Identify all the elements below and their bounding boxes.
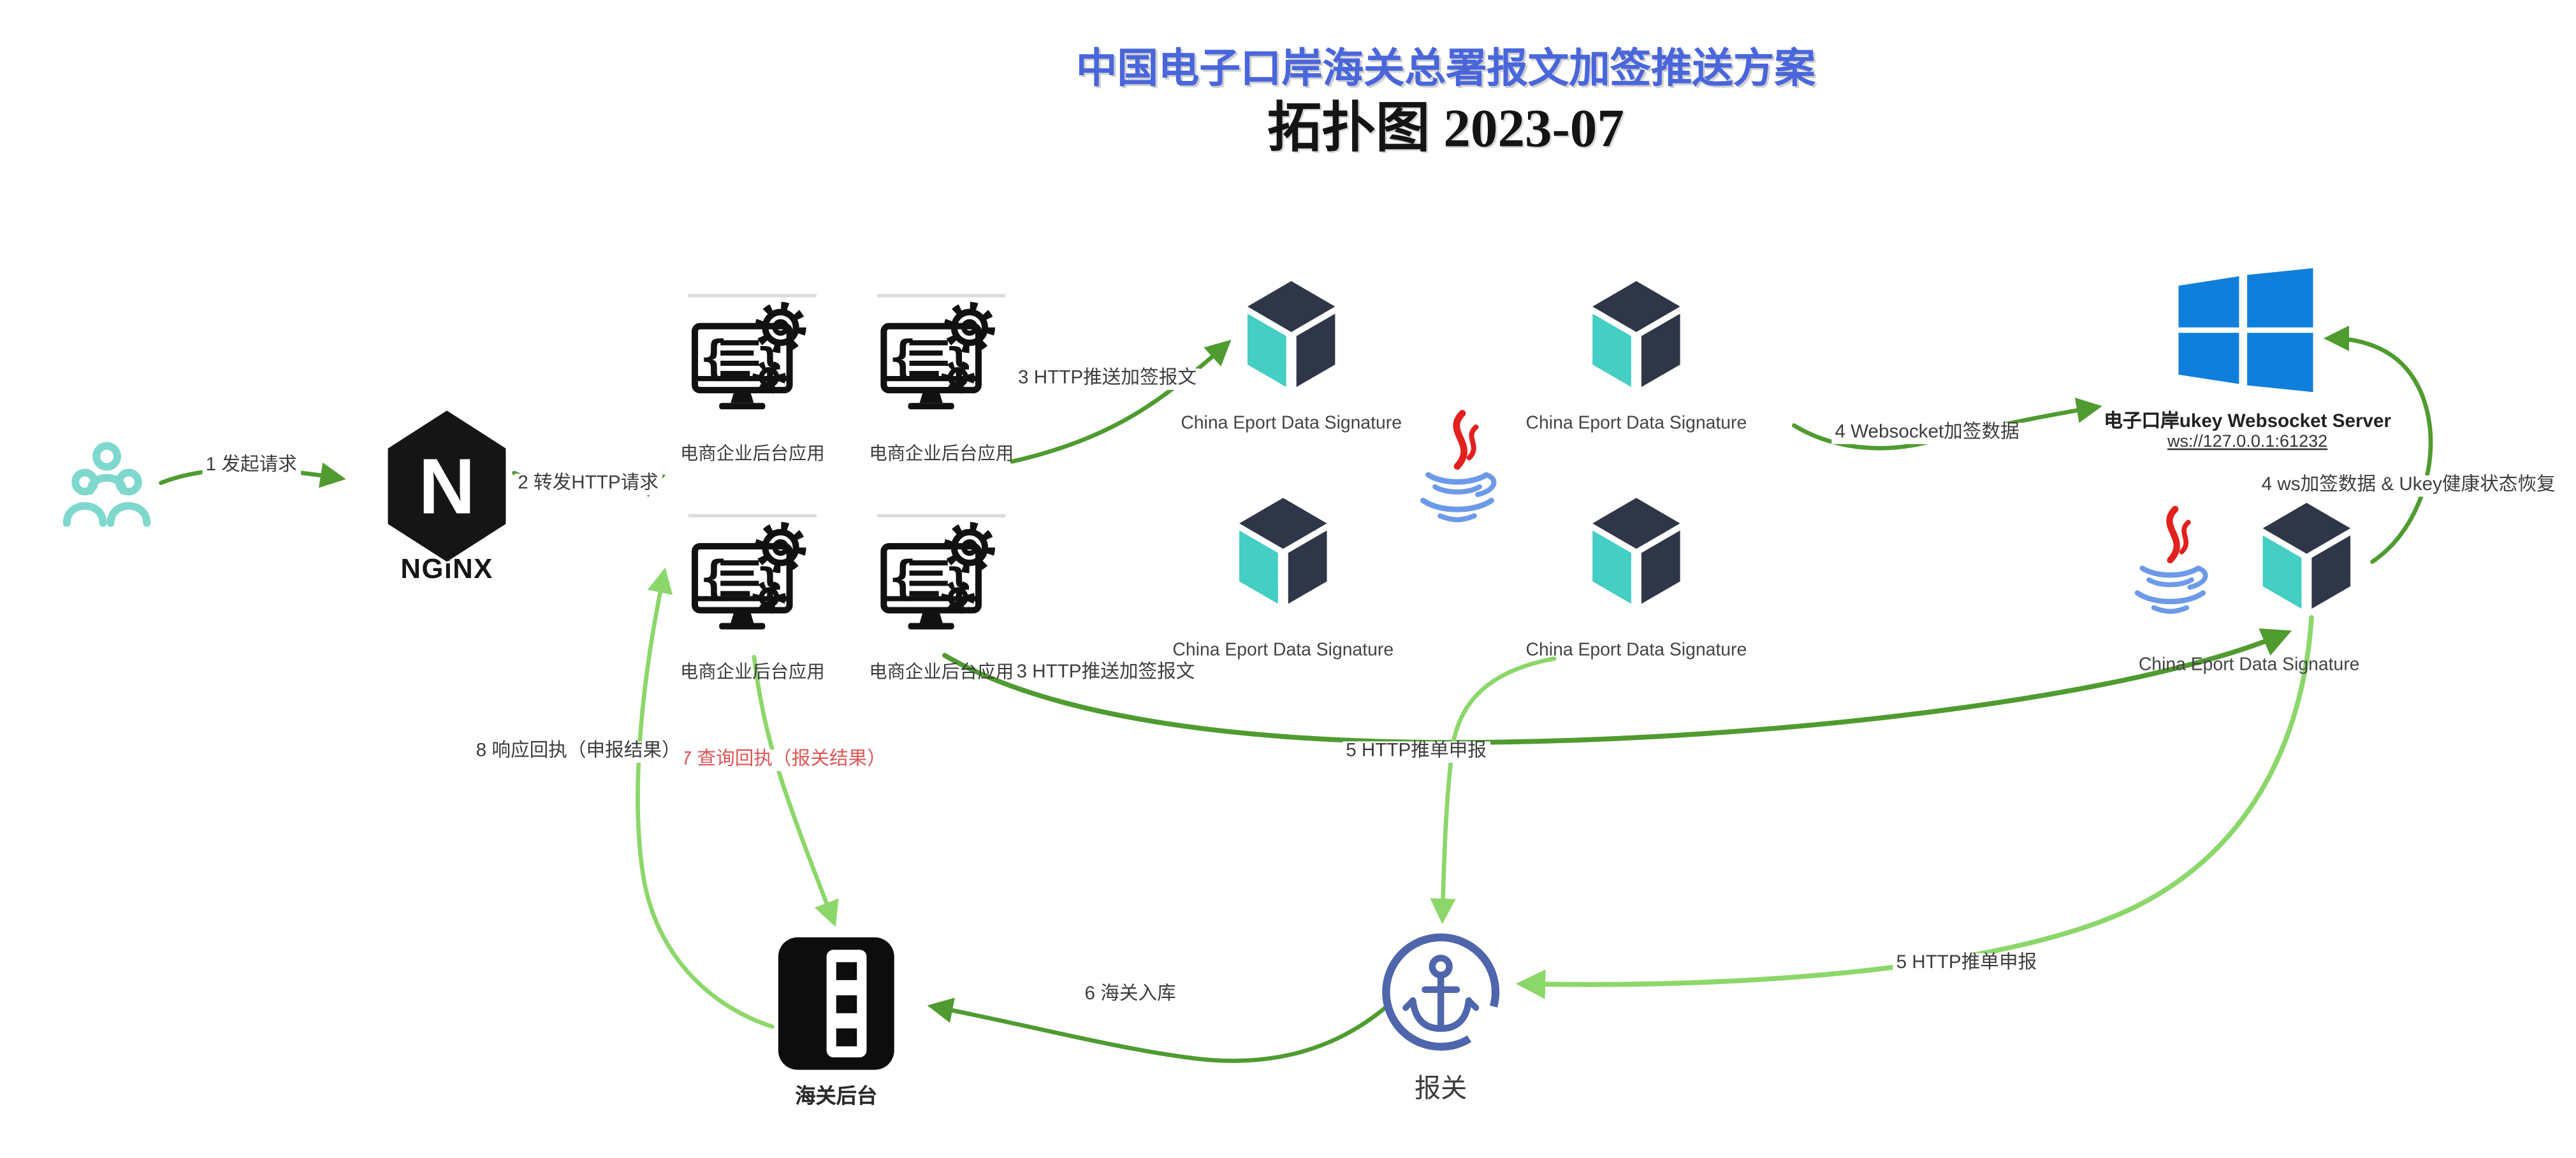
websocket-server-title: 电子口岸ukey Websocket Server [2104,412,2392,432]
eport-signature-icon-2 [1585,276,1687,394]
windows-logo-icon [2178,266,2313,394]
websocket-server-url: ws://127.0.0.1:61232 [2167,431,2328,452]
app-label-3: 电商企业后台应用 [680,663,825,683]
arrow-6-customs-store [927,997,1391,1063]
signature-label-1: China Eport Data Signature [1181,414,1402,434]
signature-label-4: China Eport Data Signature [1525,641,1747,661]
arrow-3-push-signed-top [1010,340,1232,464]
flow-label-1: 1 发起请求 [202,455,301,477]
arrow-3-push-signed-bottom [942,628,2292,745]
flow-label-6: 6 海关入库 [1081,984,1179,1006]
customs-backend-label: 海关后台 [795,1085,878,1108]
ecommerce-app-icon-4 [877,521,1005,654]
flow-label-8: 8 响应回执（申报结果） [472,741,684,764]
arrow-7-query-receipt [752,655,839,927]
users-icon [59,437,154,539]
nginx-wordmark: NGiNX [400,553,493,585]
flow-label-3-top: 3 HTTP推送加签报文 [1014,368,1200,391]
app-label-1: 电商企业后台应用 [680,444,825,465]
arrow-4-ws-ukey-health [2323,325,2433,564]
eport-signature-icon-5 [2255,498,2357,616]
guide-line [688,514,817,517]
flow-label-5-mid: 5 HTTP推单申报 [1343,741,1490,764]
ecommerce-app-icon-3 [688,521,817,654]
flow-label-4-ukey-health: 4 ws加签数据 & Ukey健康状态恢复 [2258,475,2559,497]
java-logo-icon-center [1415,407,1500,532]
page-subtitle: 拓扑图 2023-07 [1267,100,1624,159]
java-logo-icon-right [2129,503,2211,625]
eport-signature-icon-1 [1241,276,1343,394]
flow-label-5-right: 5 HTTP推单申报 [1893,953,2041,975]
guide-line [877,514,1006,517]
guide-line [877,294,1006,298]
app-label-2: 电商企业后台应用 [869,444,1014,465]
eport-signature-icon-3 [1232,493,1334,611]
ecommerce-app-icon-2 [877,301,1005,434]
signature-label-3: China Eport Data Signature [1172,641,1394,661]
arrow-5-push-order-mid [1430,656,1557,925]
eport-signature-icon-4 [1585,493,1687,611]
signature-label-5: China Eport Data Signature [2138,655,2360,676]
guide-line [688,294,817,298]
customs-backend-icon [774,934,899,1072]
arrow-8-response-receipt [636,567,775,1029]
flow-label-7: 7 查询回执（报关结果） [678,749,890,772]
signature-label-2: China Eport Data Signature [1525,414,1747,434]
ecommerce-app-icon-1 [688,301,817,434]
page-title: 中国电子口岸海关总署报文加签推送方案 [1076,47,1816,92]
arrow-5-push-order-right [1515,615,2314,999]
app-label-4: 电商企业后台应用 [869,663,1014,683]
flow-label-3-bottom: 3 HTTP推送加签报文 [1013,662,1198,684]
customs-declare-anchor-icon [1380,931,1502,1053]
flow-label-2: 2 转发HTTP请求 [514,474,662,496]
flow-label-4-websocket: 4 Websocket加签数据 [1831,423,2023,445]
nginx-logo-icon [388,410,506,561]
customs-declare-label: 报关 [1414,1076,1467,1104]
